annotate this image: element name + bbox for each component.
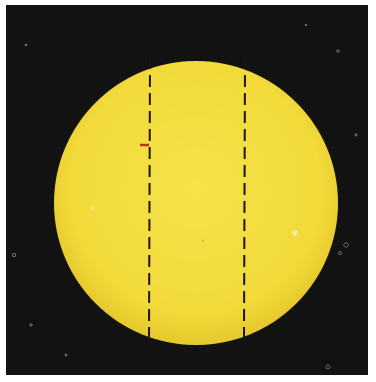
disc-speck xyxy=(91,206,95,210)
dust-speck xyxy=(339,252,342,255)
dust-speck xyxy=(337,50,339,52)
dust-speck xyxy=(326,365,330,369)
disc-speck xyxy=(202,240,205,243)
dust-speck xyxy=(30,324,32,326)
dust-speck xyxy=(25,44,27,46)
dust-speck xyxy=(355,134,357,136)
dust-speck xyxy=(344,243,348,247)
dark-background xyxy=(6,5,368,375)
disc-speck xyxy=(292,230,298,236)
dust-speck xyxy=(65,354,67,356)
disc-figure xyxy=(6,5,368,375)
dust-speck xyxy=(12,253,15,256)
dust-speck xyxy=(305,24,307,26)
yellow-disc xyxy=(54,61,338,345)
